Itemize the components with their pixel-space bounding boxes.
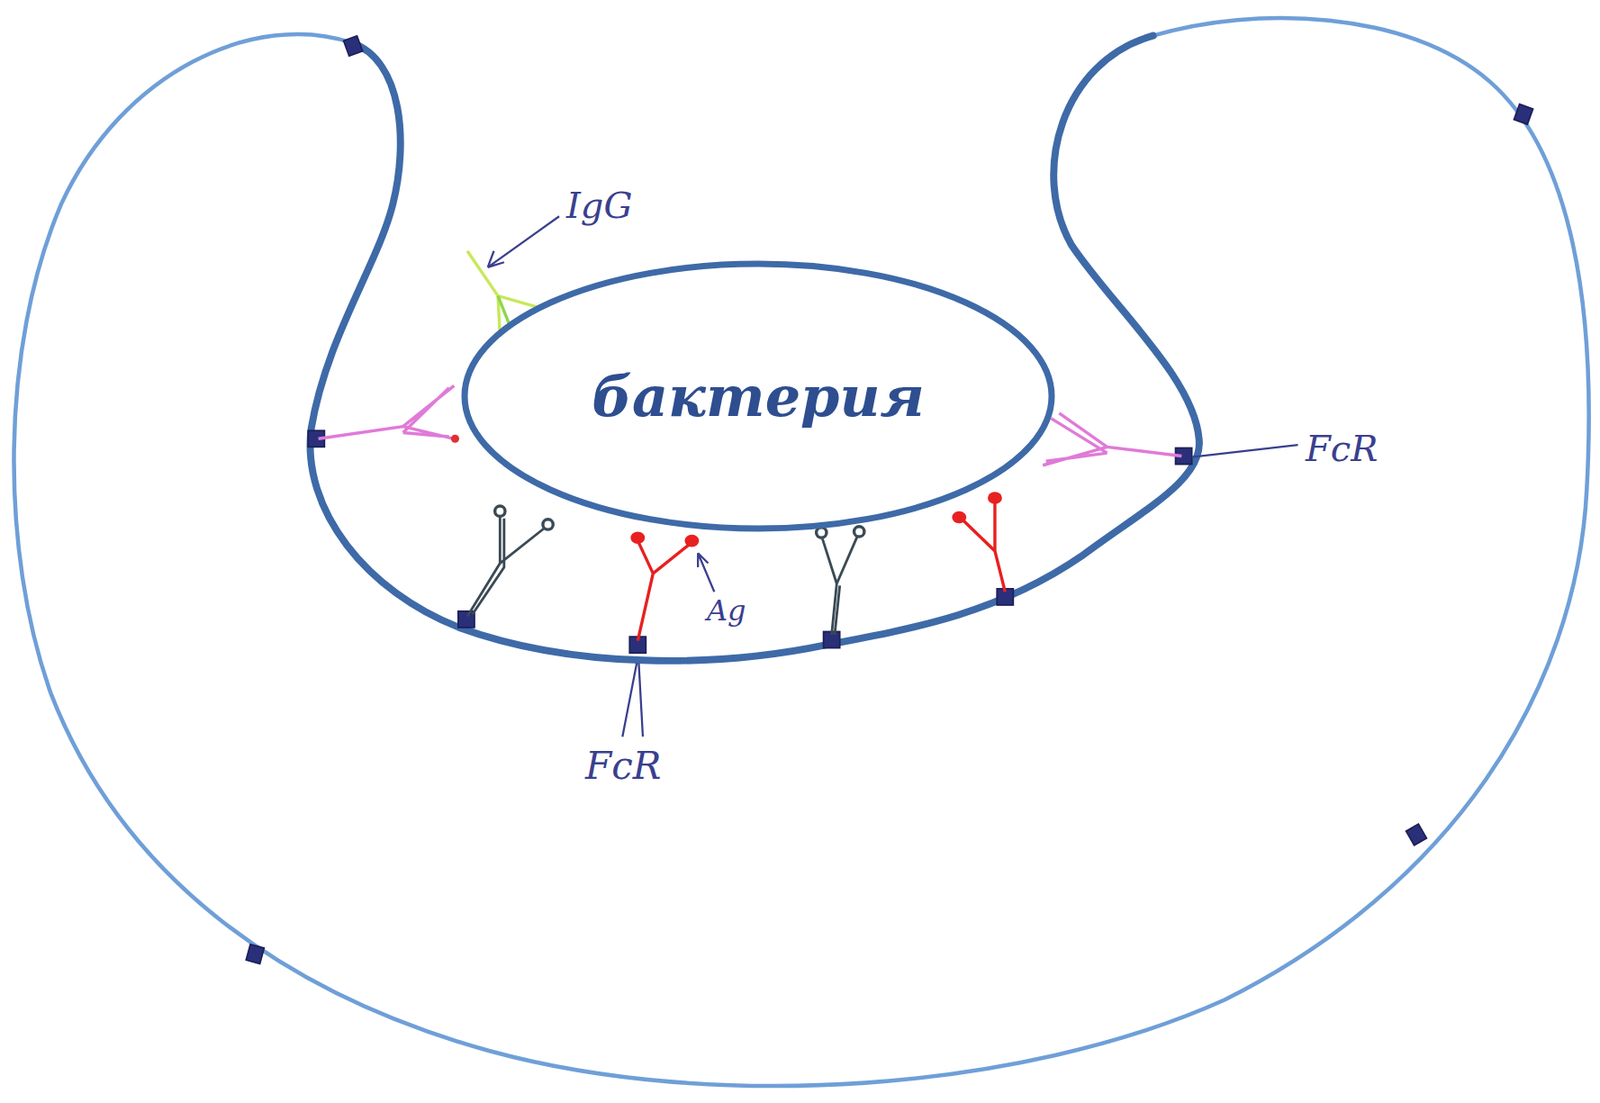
fc-receptors [245, 36, 1533, 965]
cell-membrane-inner [310, 36, 1200, 661]
leader-lines [488, 216, 1299, 737]
antibody-grey [467, 515, 858, 634]
callout-label: FcR [1305, 430, 1378, 467]
callout-label: FcR [585, 747, 661, 786]
bacterium-label: бактерия [591, 363, 925, 430]
cell-membrane [13, 18, 1589, 1086]
callout-label: IgG [566, 187, 633, 224]
antibody-free [467, 251, 542, 337]
callout-label: Ag [706, 596, 747, 625]
bacterium-ellipse: бактерия [461, 260, 1056, 533]
antigen [451, 434, 460, 443]
